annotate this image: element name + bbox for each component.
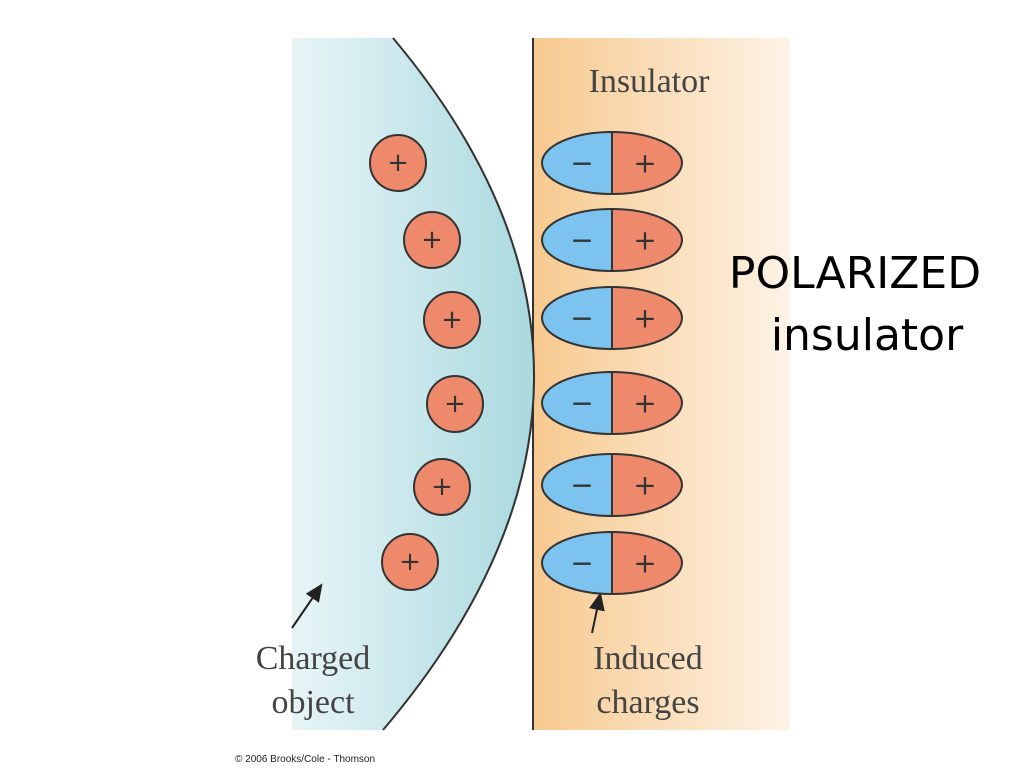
positive-sign: + [441, 305, 463, 335]
positive-charge: + [413, 458, 471, 516]
positive-sign: + [633, 469, 656, 502]
positive-charge-circle [403, 211, 461, 269]
dipole-positive-half [612, 209, 682, 271]
induced-charges-arrow [589, 592, 605, 634]
dipole-positive-half [612, 454, 682, 516]
positive-charge: + [369, 134, 427, 192]
dipole-negative-half [542, 287, 612, 349]
negative-sign: − [570, 387, 593, 420]
charged-object-label-line2: object [271, 684, 355, 721]
dipole-positive-half [612, 132, 682, 194]
induced-dipole: −+ [541, 131, 683, 195]
copyright-notice: © 2006 Brooks/Cole - Thomson [235, 754, 376, 765]
charged-object-edge [382, 37, 535, 731]
positive-charge-circle [426, 375, 484, 433]
positive-sign: + [387, 148, 409, 178]
positive-charge: + [381, 533, 439, 591]
negative-sign: − [570, 302, 593, 335]
dipole-positive-half [612, 532, 682, 594]
dipole-positive-half [612, 287, 682, 349]
charged-object-arrow [291, 583, 323, 629]
positive-charge-circle [381, 533, 439, 591]
positive-sign: + [633, 147, 656, 180]
induced-dipole: −+ [541, 371, 683, 435]
positive-charge-circle [369, 134, 427, 192]
induced-charges-label-line2: charges [596, 684, 699, 721]
polarized-heading: POLARIZED [728, 248, 982, 299]
negative-sign: − [570, 469, 593, 502]
induced-charges-label-line1: Induced [593, 640, 703, 677]
negative-sign: − [570, 547, 593, 580]
positive-sign: + [633, 547, 656, 580]
dipole-negative-half [542, 532, 612, 594]
charges-layer: + + + + + + [369, 134, 484, 591]
dipole-negative-half [542, 372, 612, 434]
dipole-positive-half [612, 372, 682, 434]
positive-sign: + [431, 472, 453, 502]
positive-charge: + [403, 211, 461, 269]
insulator-heading: insulator [770, 310, 964, 361]
positive-sign: + [421, 225, 443, 255]
negative-sign: − [570, 224, 593, 257]
negative-sign: − [570, 147, 593, 180]
positive-sign: + [633, 302, 656, 335]
positive-charge-circle [413, 458, 471, 516]
dipole-negative-half [542, 209, 612, 271]
induced-dipole: −+ [541, 208, 683, 272]
induced-dipole: −+ [541, 453, 683, 517]
dipole-negative-half [542, 454, 612, 516]
charged-object-label-line1: Charged [256, 640, 371, 677]
induced-dipole: −+ [541, 286, 683, 350]
induced-dipole: −+ [541, 531, 683, 595]
charged-object [292, 38, 535, 730]
positive-charge-circle [423, 291, 481, 349]
positive-charge: + [423, 291, 481, 349]
positive-sign: + [633, 224, 656, 257]
dipole-negative-half [542, 132, 612, 194]
positive-sign: + [633, 387, 656, 420]
induced-dipoles-layer: −+−+−+−+−+−+ [541, 131, 683, 595]
positive-charge: + [426, 375, 484, 433]
positive-sign: + [399, 547, 421, 577]
insulator-label: Insulator [589, 63, 711, 100]
positive-sign: + [444, 389, 466, 419]
